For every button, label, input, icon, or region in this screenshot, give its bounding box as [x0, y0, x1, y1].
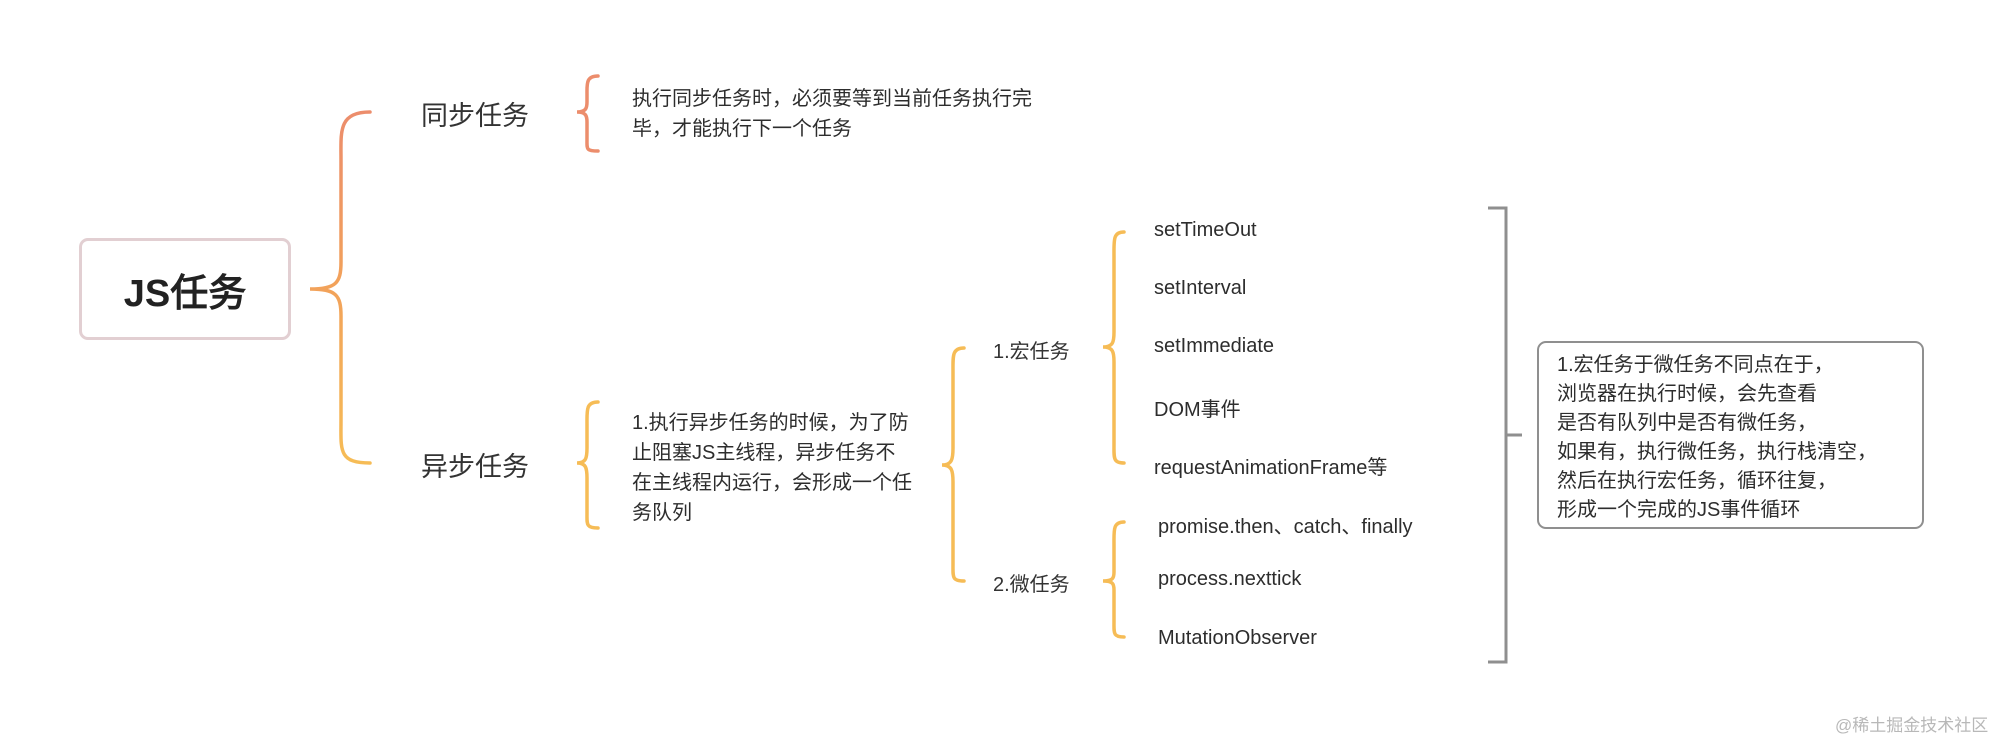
micro-task-label: 2.微任务 — [993, 574, 1070, 596]
micro-item-nexttick: process.nexttick — [1158, 568, 1302, 590]
macro-item-dom-event: DOM事件 — [1154, 399, 1241, 421]
summary-line: 如果有，执行微任务，执行栈清空， — [1557, 441, 1877, 463]
async-task-label: 异步任务 — [421, 452, 529, 482]
async-bracket — [576, 400, 600, 530]
sync-bracket — [576, 74, 600, 153]
macro-item-setimmediate: setImmediate — [1154, 335, 1275, 357]
summary-line: 形成一个完成的JS事件循环 — [1557, 499, 1801, 521]
summary-line: 浏览器在执行时候，会先查看 — [1557, 383, 1817, 405]
root-branch-bracket — [309, 110, 372, 465]
macro-item-request-animation-frame: requestAnimationFrame等 — [1154, 457, 1388, 479]
macro-item-settimeout: setTimeOut — [1154, 219, 1257, 241]
async-task-description: 1.执行异步任务的时候，为了防止阻塞JS主线程，异步任务不在主线程内运行，会形成… — [632, 412, 912, 524]
watermark: @稀土掘金技术社区 — [1835, 716, 1989, 735]
summary-note: 1.宏任务于微任务不同点在于， 浏览器在执行时候，会先查看 是否有队列中是否有微… — [1537, 341, 1924, 529]
summary-bracket — [1488, 206, 1522, 664]
sync-task-description: 执行同步任务时，必须要等到当前任务执行完毕，才能执行下一个任务 — [632, 88, 1032, 140]
root-title: JS任务 — [123, 272, 247, 315]
summary-line: 1.宏任务于微任务不同点在于， — [1557, 354, 1834, 376]
micro-item-promise: promise.then、catch、finally — [1158, 516, 1413, 538]
macro-bracket — [1102, 230, 1126, 465]
macro-task-label: 1.宏任务 — [993, 341, 1070, 363]
summary-line: 然后在执行宏任务，循环往复， — [1557, 470, 1837, 492]
micro-item-mutation-observer: MutationObserver — [1158, 627, 1317, 649]
sync-task-label: 同步任务 — [421, 101, 529, 131]
macro-item-setinterval: setInterval — [1154, 277, 1247, 299]
root-node: JS任务 — [79, 238, 291, 340]
micro-bracket — [1102, 520, 1126, 639]
summary-line: 是否有队列中是否有微任务， — [1557, 412, 1817, 434]
queue-bracket — [941, 346, 966, 583]
